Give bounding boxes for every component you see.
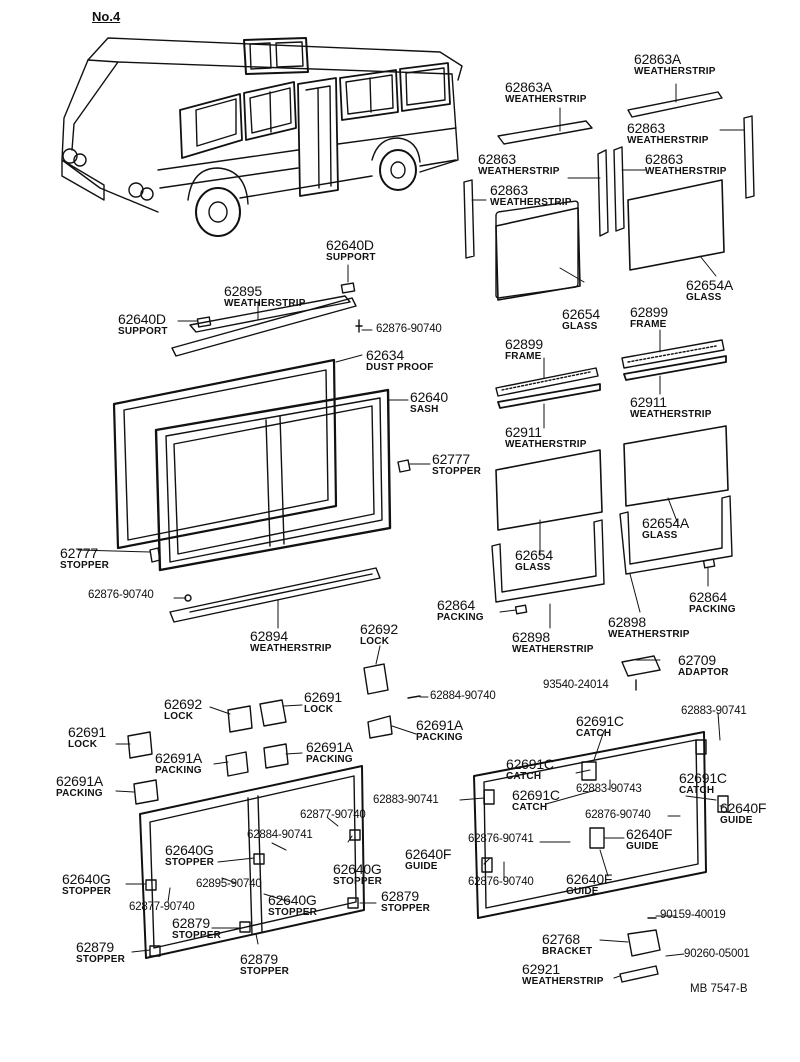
part-callout: 90260-05001 [684, 948, 750, 960]
upper-right-parts [463, 91, 755, 615]
part-callout: 93540-24014 [543, 679, 609, 691]
part-callout: 62876-90740 [468, 876, 534, 888]
bus-illustration [61, 37, 463, 237]
lower-left-frame [139, 765, 365, 959]
locks-packings [127, 655, 661, 805]
part-callout: 62883-90741 [681, 705, 747, 717]
leader-lines [77, 83, 745, 979]
part-callout: 62883-90741 [373, 794, 439, 806]
part-callout: 62876-90740 [585, 809, 651, 821]
lower-right-frame [473, 731, 729, 983]
drawing-code: MB 7547-B [690, 983, 748, 995]
part-callout: 62883-90743 [576, 783, 642, 795]
part-callout: 62876-90740 [88, 589, 154, 601]
part-callout: 62884-90741 [247, 829, 313, 841]
part-callout: 62877-90740 [129, 901, 195, 913]
part-callout: 62895-90740 [196, 878, 262, 890]
page-number: No.4 [92, 9, 121, 24]
part-callout: 62876-90740 [376, 323, 442, 335]
part-callout: 90159-40019 [660, 909, 726, 921]
part-callout: 62876-90741 [468, 833, 534, 845]
part-callout: 62877-90740 [300, 809, 366, 821]
sash-assembly [112, 282, 411, 623]
part-callout: 62884-90740 [430, 690, 496, 702]
